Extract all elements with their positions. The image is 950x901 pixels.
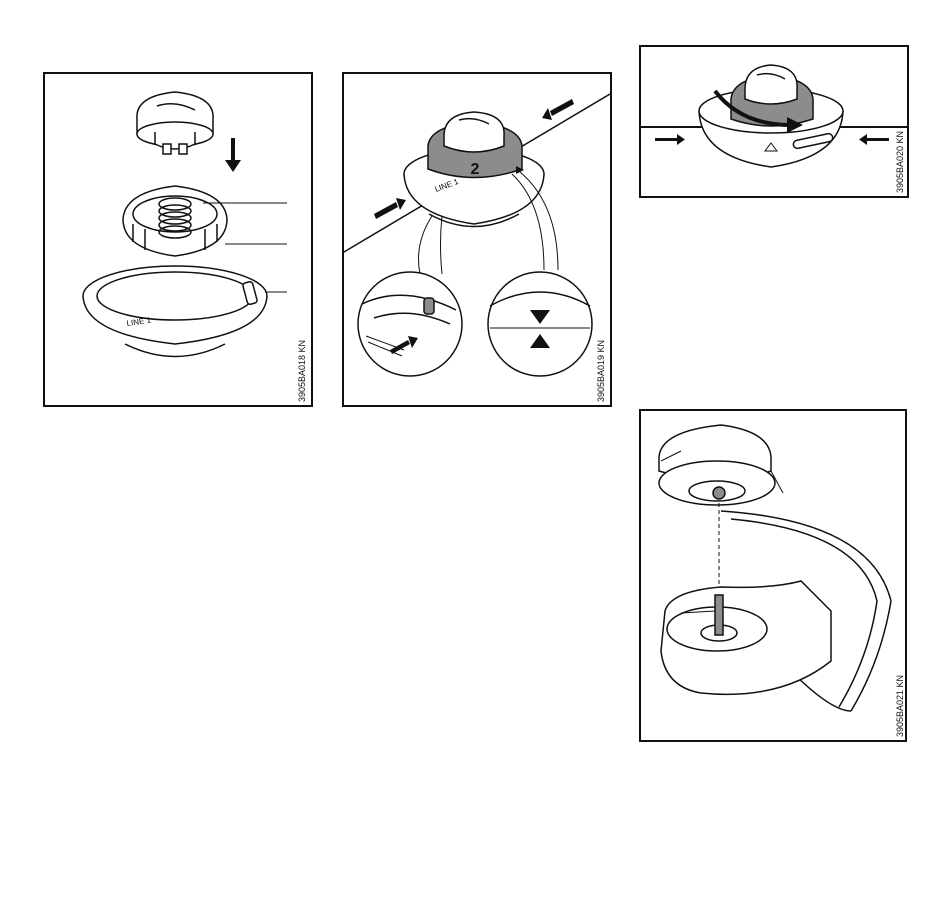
figure-1-panel: LINE 1 3905BA018 KN (43, 72, 313, 407)
figure-code: 3905BA021 KN (895, 675, 905, 737)
cap-part (137, 92, 213, 154)
arrow-left-icon (859, 134, 889, 145)
figure-1-illustration: LINE 1 (45, 74, 311, 405)
figure-4-illustration (641, 411, 905, 740)
figure-code: 3905BA019 KN (596, 340, 606, 402)
figure-2-panel: 2 LINE 1 (342, 72, 612, 407)
arrow-right-icon (374, 198, 406, 219)
gearbox (661, 581, 831, 694)
figure-4-panel: 3905BA021 KN (639, 409, 907, 742)
spool-hub (123, 186, 227, 256)
arrow-right-icon (655, 134, 685, 145)
spool-base (83, 266, 267, 357)
trimmer-head (699, 65, 843, 167)
figure-code: 3905BA020 KN (895, 131, 905, 193)
arrow-left-icon (542, 99, 574, 120)
figure-3-illustration (641, 47, 907, 196)
arrow-down-icon (225, 138, 241, 172)
knob-number: 2 (471, 161, 480, 178)
figure-code: 3905BA018 KN (297, 340, 307, 402)
detail-circle-line-hole (358, 272, 462, 376)
mowing-head (659, 425, 783, 505)
figure-3-panel: 3905BA020 KN (639, 45, 909, 198)
figure-2-illustration: 2 LINE 1 (344, 74, 610, 405)
